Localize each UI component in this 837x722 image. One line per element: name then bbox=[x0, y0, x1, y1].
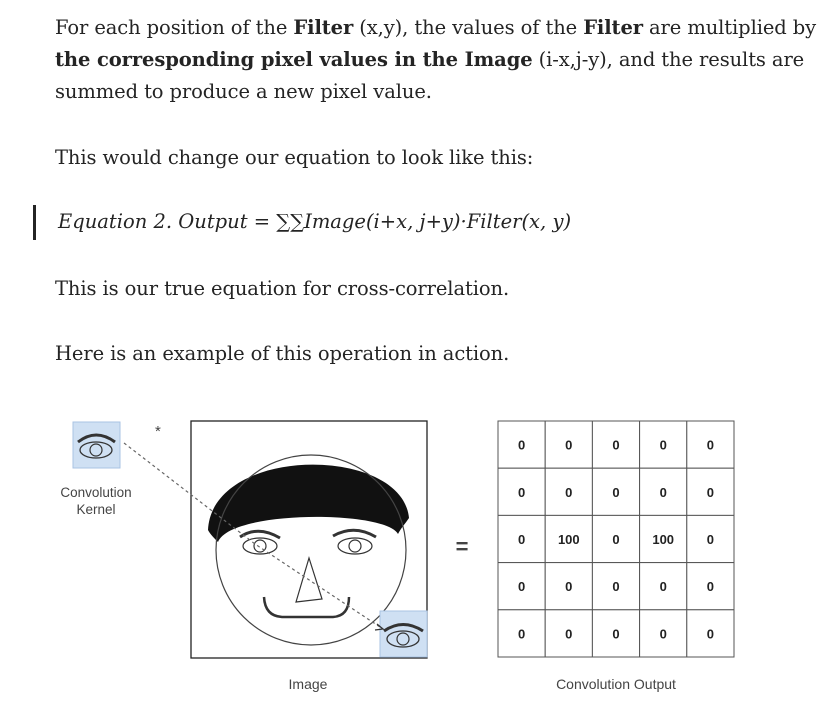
grid-cell-value: 0 bbox=[565, 485, 572, 500]
grid-cell-value: 100 bbox=[558, 532, 580, 547]
paragraph-equation-intro: This would change our equation to look l… bbox=[55, 146, 534, 169]
input-image bbox=[190, 420, 428, 659]
bold-text: the corresponding pixel values in the Im… bbox=[55, 48, 533, 71]
output-label: Convolution Output bbox=[556, 676, 676, 692]
text-span: (i-x,j-y), and the results are bbox=[532, 48, 805, 71]
equals-symbol: = bbox=[456, 534, 469, 559]
grid-cell bbox=[497, 562, 546, 611]
multiply-symbol: * bbox=[155, 423, 161, 440]
kernel-label-line1: Convolution bbox=[60, 485, 131, 500]
grid-cell bbox=[639, 420, 688, 469]
equation-blockquote: Equation 2. Output = ∑∑Image(i+x, j+y)·F… bbox=[58, 210, 572, 233]
grid-cell-value: 100 bbox=[652, 532, 674, 547]
grid-cell-value: 0 bbox=[518, 626, 525, 641]
grid-cell bbox=[686, 420, 735, 469]
grid-cell bbox=[497, 609, 546, 658]
text-span: are multiplied by bbox=[642, 16, 817, 39]
grid-cell-value: 0 bbox=[707, 485, 714, 500]
grid-cell-value: 0 bbox=[518, 485, 525, 500]
grid-cell-value: 0 bbox=[707, 532, 714, 547]
kernel-label-line2: Kernel bbox=[76, 502, 115, 517]
text-span: summed to produce a new pixel value. bbox=[55, 80, 432, 103]
grid-cell-value: 0 bbox=[518, 438, 525, 453]
grid-cell-value: 0 bbox=[612, 626, 619, 641]
grid-cell bbox=[686, 514, 735, 564]
paragraph-example-intro: Here is an example of this operation in … bbox=[55, 342, 510, 365]
grid-cell bbox=[639, 609, 688, 658]
text-span: (x,y), the values of the bbox=[353, 16, 584, 39]
paragraph-filter-description: For each position of the Filter (x,y), t… bbox=[55, 12, 816, 108]
convolution-kernel bbox=[72, 421, 121, 469]
cross-correlation-figure: * Convolution Kernel bbox=[0, 400, 837, 722]
bold-text: Filter bbox=[583, 16, 643, 39]
text-span: For each position of the bbox=[55, 16, 294, 39]
grid-cell-value: 0 bbox=[612, 532, 619, 547]
grid-cell bbox=[686, 609, 735, 658]
grid-cell-value: 0 bbox=[707, 579, 714, 594]
grid-cell bbox=[544, 609, 593, 658]
blockquote-bar bbox=[33, 205, 36, 240]
grid-cell-value: 0 bbox=[612, 485, 619, 500]
sliding-path-line bbox=[123, 442, 384, 630]
grid-cell-value: 0 bbox=[565, 579, 572, 594]
grid-cell-value: 0 bbox=[612, 579, 619, 594]
convolution-output-grid: 0 0 0 0 0 0 0 0 0 0 0 100 0 100 0 0 0 0 0 0 0 0 0 0 0 bbox=[497, 420, 735, 658]
grid-cell bbox=[544, 467, 593, 516]
grid-cell-value: 0 bbox=[660, 485, 667, 500]
grid-cell bbox=[497, 467, 546, 516]
paragraph-cross-correlation: This is our true equation for cross-corr… bbox=[55, 277, 510, 300]
grid-cell bbox=[639, 467, 688, 516]
grid-cell-value: 0 bbox=[707, 626, 714, 641]
grid-cell-value: 0 bbox=[612, 438, 619, 453]
grid-cell-value: 0 bbox=[565, 438, 572, 453]
grid-cell-value: 0 bbox=[660, 579, 667, 594]
grid-cell bbox=[591, 514, 641, 564]
grid-cell-value: 0 bbox=[518, 579, 525, 594]
grid-cell bbox=[686, 562, 735, 611]
grid-cell-value: 0 bbox=[518, 532, 525, 547]
figure-svg: * Convolution Kernel bbox=[60, 420, 735, 692]
grid-cell-value: 0 bbox=[707, 438, 714, 453]
grid-cell bbox=[591, 609, 641, 658]
grid-cell-value: 0 bbox=[660, 438, 667, 453]
image-label: Image bbox=[289, 676, 328, 692]
grid-cell bbox=[639, 514, 688, 564]
grid-cell-value: 0 bbox=[660, 626, 667, 641]
grid-cell bbox=[639, 562, 688, 611]
grid-cell bbox=[686, 467, 735, 516]
grid-cell bbox=[544, 562, 593, 611]
grid-cell bbox=[497, 514, 546, 564]
grid-cell-value: 0 bbox=[565, 626, 572, 641]
bold-text: Filter bbox=[293, 16, 354, 39]
arrow-head-icon bbox=[374, 623, 385, 631]
